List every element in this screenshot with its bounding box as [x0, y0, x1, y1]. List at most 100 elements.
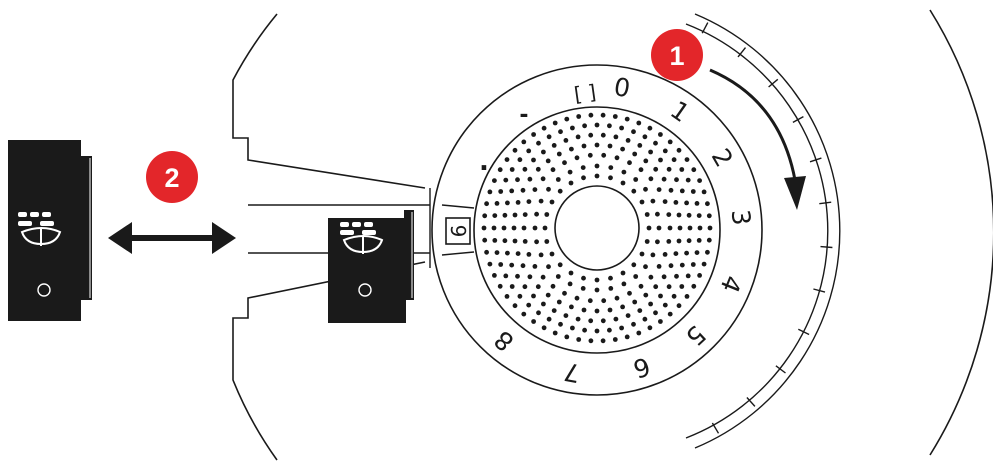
- grille-dot: [620, 270, 626, 276]
- grille-dot: [531, 157, 536, 163]
- grille-dot: [487, 189, 493, 195]
- grille-dot: [563, 313, 569, 318]
- grille-dot: [521, 139, 527, 145]
- grille-dot: [588, 112, 594, 118]
- grille-dot: [522, 166, 528, 172]
- grille-dot: [594, 142, 600, 148]
- grille-dot: [647, 125, 653, 131]
- grille-dot: [613, 316, 619, 322]
- grille-dot: [624, 116, 630, 122]
- grille-dot: [594, 308, 600, 314]
- grille-dot: [601, 152, 607, 158]
- grille-dot: [555, 177, 561, 182]
- ring-tick: [768, 78, 779, 88]
- grille-dot: [633, 177, 639, 182]
- grille-dot: [498, 189, 504, 194]
- grille-dot: [527, 274, 533, 280]
- grille-dot: [621, 169, 627, 175]
- grille-dot: [607, 143, 613, 149]
- grille-dot: [549, 251, 555, 257]
- grille-dot: [607, 123, 612, 129]
- grille-dot: [531, 132, 536, 137]
- grille-dot: [515, 273, 520, 279]
- grille-dot: [600, 132, 606, 138]
- grille-dot: [613, 134, 619, 140]
- ring-tick: [820, 245, 833, 249]
- grille-dot: [608, 165, 614, 171]
- battery-pack-icon: [18, 212, 62, 246]
- grille-dot: [526, 252, 532, 257]
- grille-dot: [522, 212, 528, 218]
- grille-dot: [588, 132, 594, 138]
- grille-dot: [686, 212, 692, 218]
- grille-dot: [620, 146, 625, 152]
- grille-dot: [633, 274, 639, 279]
- grille-dot: [647, 325, 653, 331]
- grille-dot: [520, 263, 526, 269]
- grille-dot: [643, 158, 649, 164]
- grille-dot: [492, 238, 498, 243]
- grille-dot: [648, 176, 654, 182]
- grille-dot: [684, 250, 689, 256]
- grille-dot: [509, 167, 515, 172]
- grille-dot: [684, 157, 690, 163]
- grille-dot: [581, 175, 586, 181]
- grille-dot: [544, 212, 550, 217]
- grille-dot: [546, 316, 552, 322]
- grille-dot: [697, 178, 702, 184]
- grille-dot: [594, 277, 600, 283]
- grille-dot: [600, 112, 606, 118]
- grille-dot: [594, 328, 600, 334]
- grille-dot: [538, 252, 544, 258]
- grille-dot: [557, 262, 563, 268]
- grille-dot: [520, 187, 526, 193]
- grille-dot: [594, 173, 600, 179]
- grille-dot: [532, 264, 538, 269]
- grille-dot: [526, 302, 532, 308]
- dot-grille: [481, 112, 713, 344]
- grille-dot: [614, 295, 620, 301]
- grille-dot: [658, 157, 663, 163]
- battery-pack-icon: [340, 222, 384, 254]
- grille-dot: [638, 283, 644, 289]
- grille-dot: [575, 316, 581, 322]
- grille-dot: [643, 186, 648, 192]
- grille-dot: [696, 238, 702, 243]
- grille-dot: [636, 330, 642, 336]
- grille-dot: [594, 287, 600, 293]
- grille-dot: [644, 212, 650, 217]
- grille-dot: [546, 264, 551, 270]
- grille-dot: [487, 261, 493, 267]
- grille-dot: [535, 166, 541, 172]
- grille-dot: [661, 274, 667, 280]
- grille-dot: [545, 158, 551, 164]
- dial-number: 0: [612, 72, 633, 103]
- grille-dot: [558, 129, 563, 135]
- grille-dot: [691, 167, 697, 173]
- grille-dot: [691, 283, 697, 289]
- grille-dot: [694, 201, 700, 206]
- grille-dot: [581, 143, 587, 149]
- grille-dot: [631, 129, 636, 135]
- grille-dot: [666, 284, 672, 290]
- grille-dot: [541, 325, 547, 331]
- grille-dot: [594, 122, 600, 128]
- grille-dot: [505, 200, 510, 206]
- grille-dot: [679, 167, 685, 172]
- grille-dot: [564, 334, 570, 340]
- grille-dot: [503, 177, 509, 183]
- grille-dot: [676, 147, 682, 153]
- grille-dot: [497, 167, 503, 173]
- ring-tick: [737, 47, 747, 58]
- grille-dot: [517, 293, 523, 299]
- grille-dot: [653, 284, 659, 290]
- grille-dot: [580, 165, 586, 171]
- dial-number: 7: [562, 357, 583, 388]
- grille-dot: [687, 225, 693, 231]
- grille-dot: [582, 123, 587, 129]
- grille-dot: [515, 200, 521, 205]
- grille-dot: [705, 249, 710, 255]
- grille-dot: [549, 199, 555, 205]
- selected-number: 9: [446, 225, 470, 238]
